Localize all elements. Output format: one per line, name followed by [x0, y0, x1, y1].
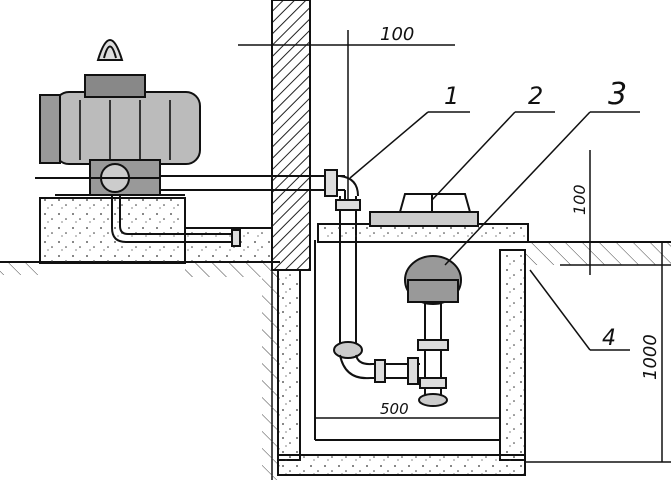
dimension-right-large-label: 1000 [640, 334, 661, 380]
dimension-bottom-label: 500 [380, 400, 409, 418]
callout-1-label: 1 [444, 82, 459, 110]
building-wall [262, 0, 311, 480]
bypass-pipe [111, 196, 241, 247]
callout-leaders [349, 111, 640, 351]
callout-2-label: 2 [528, 82, 543, 110]
callout-4-label: 4 [602, 326, 616, 351]
callout-3-label: 3 [608, 77, 627, 112]
foot-valve [404, 255, 462, 407]
dimension-lines [238, 30, 671, 463]
ground [0, 241, 671, 277]
suction-pipe [160, 169, 420, 385]
pump-pit [277, 223, 529, 476]
dimension-right-small-label: 100 [570, 184, 589, 215]
pit-hatch-cover [369, 193, 479, 227]
motor-pump-unit [35, 39, 201, 196]
dimension-top-label: 100 [380, 24, 414, 45]
